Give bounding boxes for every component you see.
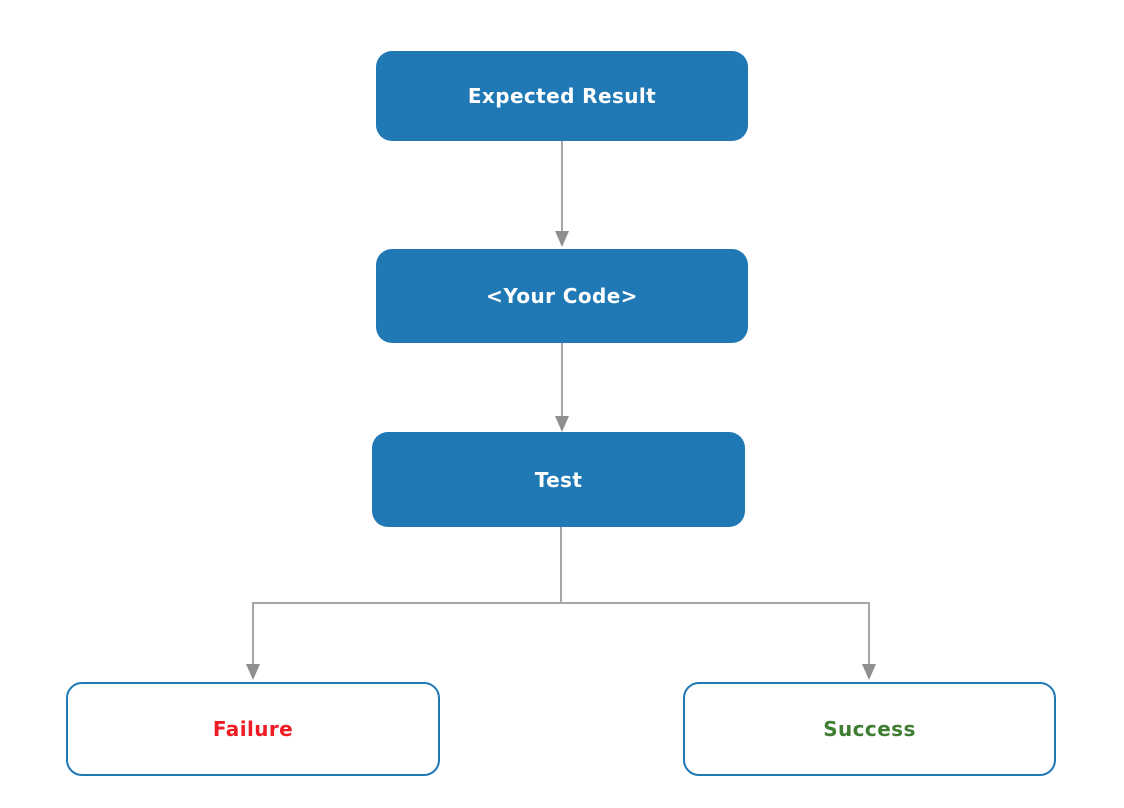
arrowhead-to-your-code-icon: [555, 231, 569, 247]
node-test: Test: [372, 432, 745, 527]
node-your-code-label: <Your Code>: [486, 284, 638, 308]
node-your-code: <Your Code>: [376, 249, 748, 343]
node-success-label: Success: [823, 717, 916, 741]
arrowhead-to-success-icon: [862, 664, 876, 680]
arrowhead-to-test-icon: [555, 416, 569, 432]
node-expected-result-label: Expected Result: [467, 84, 657, 108]
node-failure-label: Failure: [212, 717, 294, 741]
node-test-label: Test: [534, 467, 583, 492]
node-success: Success: [683, 682, 1056, 776]
arrowhead-to-failure-icon: [246, 664, 260, 680]
node-failure: Failure: [66, 682, 440, 776]
node-expected-result: Expected Result: [376, 51, 748, 141]
